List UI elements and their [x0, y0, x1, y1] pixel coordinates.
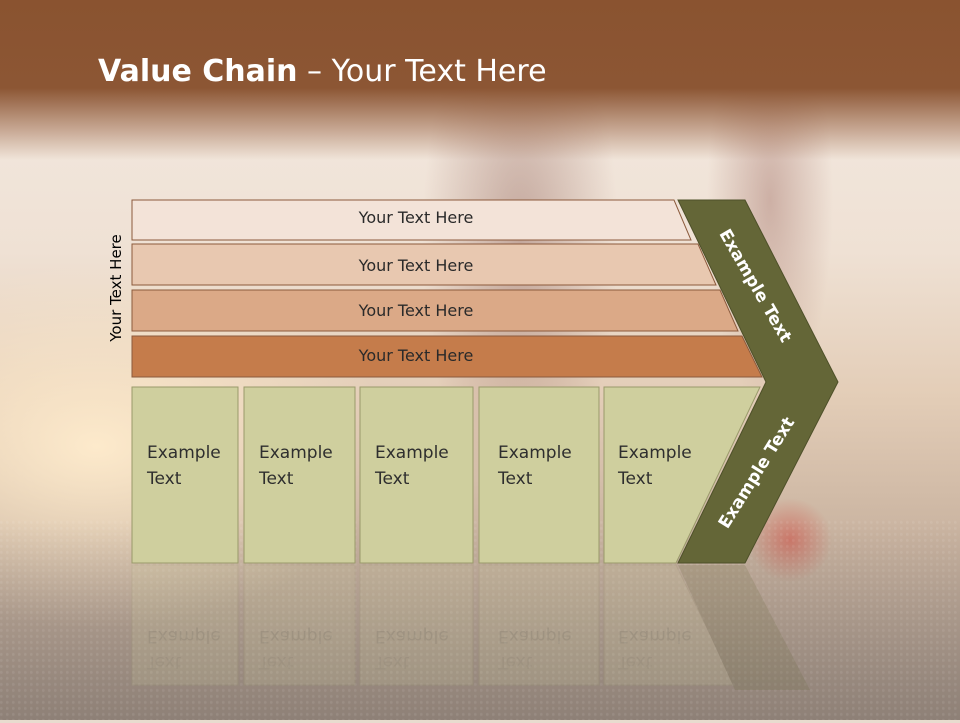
header-band: [0, 0, 960, 160]
column-1-text[interactable]: Example Text: [147, 440, 243, 492]
column-2-text[interactable]: Example Text: [259, 440, 355, 492]
column-1[interactable]: [131, 386, 239, 564]
band-1-label[interactable]: Your Text Here: [358, 208, 474, 227]
column-2-line2: Text: [259, 469, 294, 489]
column-5-text[interactable]: Example Text: [618, 440, 714, 492]
chevron-arrow[interactable]: [677, 199, 839, 564]
column-3-line2: Text: [375, 469, 410, 489]
vertical-label[interactable]: Your Text Here: [107, 234, 125, 342]
column-5-line2: Text: [618, 469, 653, 489]
column-1-line1: Example: [147, 443, 221, 463]
slide-title[interactable]: Value Chain – Your Text Here: [98, 54, 547, 89]
band-4[interactable]: [131, 335, 763, 378]
band-2-label[interactable]: Your Text Here: [358, 256, 474, 275]
column-4[interactable]: [478, 386, 600, 564]
column-1-line2: Text: [147, 469, 182, 489]
column-5-line1: Example: [618, 443, 692, 463]
band-3[interactable]: [131, 289, 739, 332]
title-bold: Value Chain: [98, 54, 298, 89]
column-4-line2: Text: [498, 469, 533, 489]
column-4-text[interactable]: Example Text: [498, 440, 594, 492]
band-4-label[interactable]: Your Text Here: [358, 346, 474, 365]
column-4-line1: Example: [498, 443, 572, 463]
column-2-line1: Example: [259, 443, 333, 463]
title-rest: – Your Text Here: [297, 54, 547, 89]
column-3[interactable]: [359, 386, 474, 564]
reflection-shapes: [131, 564, 810, 690]
column-5[interactable]: [603, 386, 761, 564]
band-2[interactable]: [131, 243, 717, 286]
column-2[interactable]: [243, 386, 356, 564]
band-3-label[interactable]: Your Text Here: [358, 301, 474, 320]
band-1[interactable]: [131, 199, 692, 241]
column-3-text[interactable]: Example Text: [375, 440, 471, 492]
column-3-line1: Example: [375, 443, 449, 463]
